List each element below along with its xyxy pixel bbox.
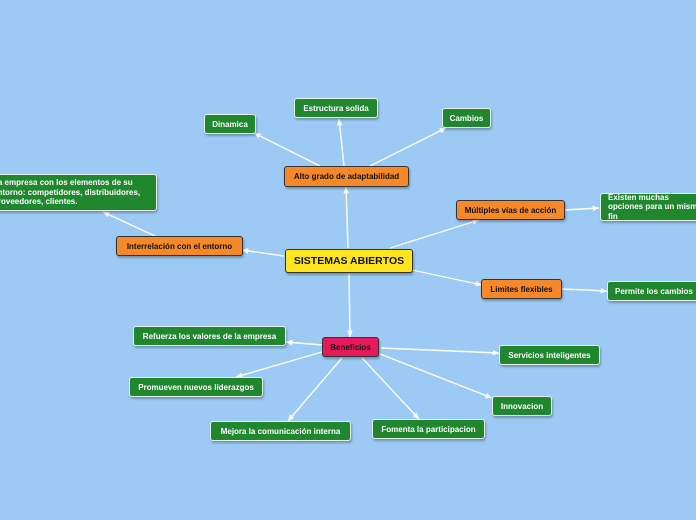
leaf-dinamica[interactable]: Dinamica <box>204 114 256 134</box>
central-topic[interactable]: SISTEMAS ABIERTOS <box>285 249 413 273</box>
leaf-muchas-opciones[interactable]: Existen muchas opciones para un mismo fi… <box>600 193 696 221</box>
branch-flexible-limits[interactable]: Limites flexibles <box>481 279 562 299</box>
leaf-participacion[interactable]: Fomenta la participacion <box>372 419 485 439</box>
leaf-permite-cambios[interactable]: Permite los cambios <box>607 281 696 301</box>
branch-interrelation[interactable]: Interrelación con el entorno <box>116 236 243 256</box>
leaf-servicios-inteligentes[interactable]: Servicios inteligentes <box>499 345 600 365</box>
branch-multiple-paths[interactable]: Múltiples vías de acción <box>456 200 565 220</box>
leaf-refuerza-valores[interactable]: Refuerza los valores de la empresa <box>133 326 286 346</box>
leaf-comunicacion-interna[interactable]: Mejora la comunicación interna <box>210 421 351 441</box>
leaf-nuevos-liderazgos[interactable]: Promueven nuevos liderazgos <box>129 377 263 397</box>
leaf-innovacion[interactable]: Innovacion <box>492 396 552 416</box>
leaf-estructura-solida[interactable]: Estructura solida <box>294 98 378 118</box>
leaf-cambios[interactable]: Cambios <box>442 108 491 128</box>
leaf-entorno[interactable]: La empresa con los elementos de su entor… <box>0 174 157 211</box>
branch-adaptability[interactable]: Alto grado de adaptabilidad <box>284 166 409 187</box>
branch-benefits[interactable]: Beneficios <box>322 337 379 357</box>
